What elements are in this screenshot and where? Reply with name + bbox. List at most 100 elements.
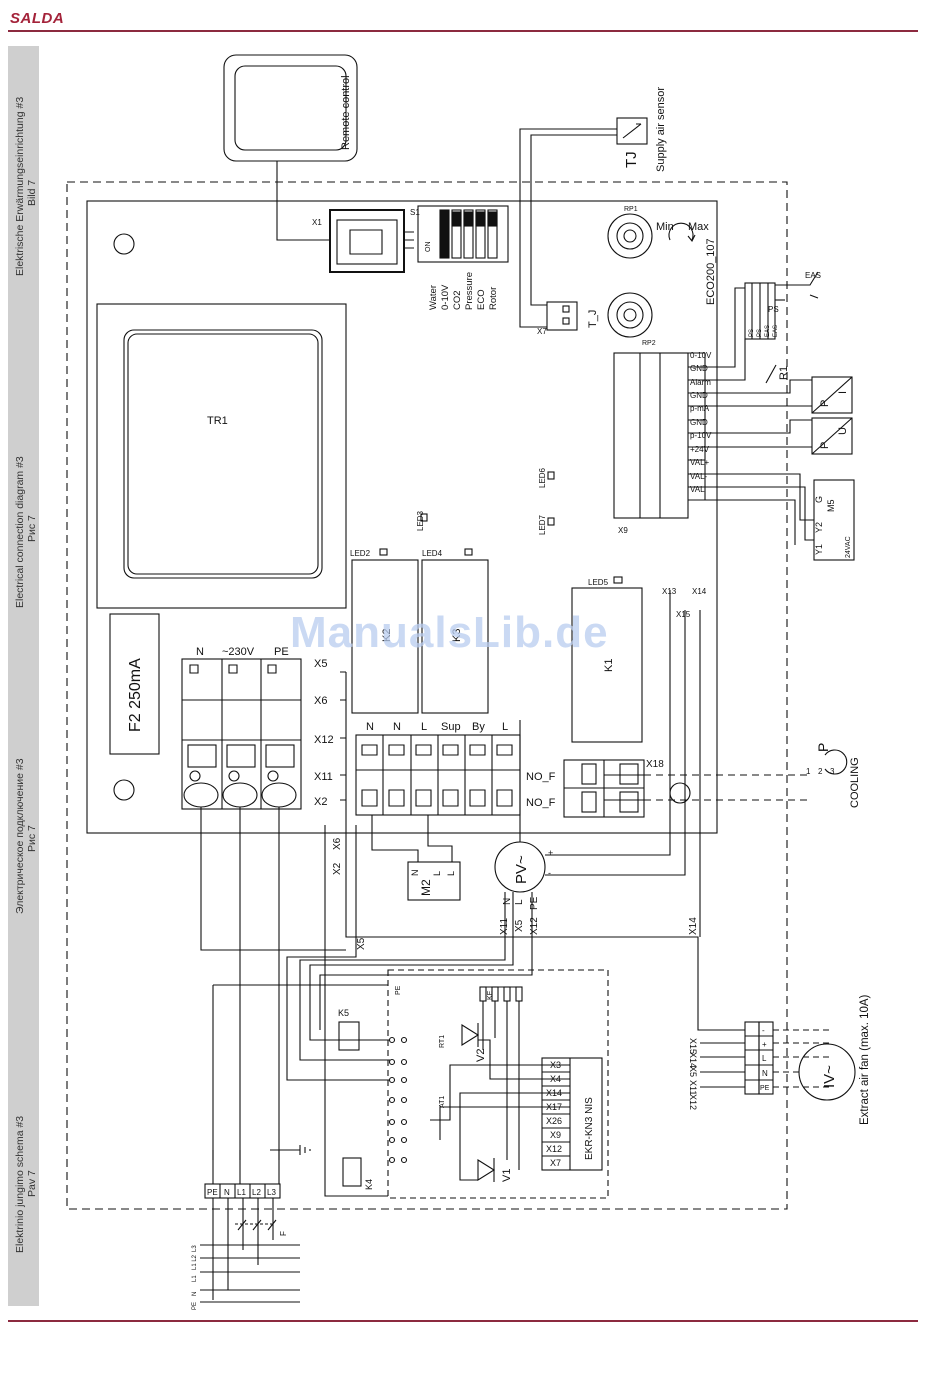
dip-on-label: ON	[425, 242, 432, 253]
ps-label: PS	[768, 305, 779, 314]
mains-term-l3: L3	[267, 1188, 276, 1197]
x9-term-1: GND	[690, 364, 708, 373]
relay-k3	[421, 559, 489, 714]
max-label: Max	[688, 221, 709, 233]
ekr-term-x26: X26	[546, 1116, 562, 1126]
sensor-p1: P	[819, 400, 831, 407]
pv-x12: X12	[529, 917, 540, 935]
x9-term-8: VAL+	[690, 458, 710, 467]
tj-label: TJ	[623, 151, 640, 168]
heater-contacts	[388, 1036, 408, 1164]
dip-option-010v: 0-10V	[440, 284, 451, 310]
x-left-x6: X6	[314, 695, 327, 707]
rp1-potentiometer	[607, 213, 653, 259]
fan-pin-plus: +	[762, 1040, 767, 1049]
relay-k2	[351, 559, 419, 714]
wire-x6: X6	[332, 837, 343, 850]
fan-pin-n: N	[762, 1069, 768, 1078]
led2-label: LED2	[350, 549, 371, 558]
ps-pin-1: PS	[757, 329, 763, 337]
header-rule	[8, 30, 918, 32]
relay-term-n2: N	[393, 721, 401, 733]
relay-term-sup: Sup	[441, 721, 461, 733]
pv-x5: X5	[514, 919, 525, 932]
triac-v1	[477, 1159, 496, 1181]
sensor-i: I	[837, 391, 849, 394]
no-f2-label: NO_F	[526, 797, 556, 809]
x-left-x2: X2	[314, 796, 327, 808]
x9-term-6: p-10V	[690, 431, 712, 440]
x-left-x5: X5	[314, 658, 327, 670]
power-term-pe: PE	[274, 646, 289, 658]
controller-board	[86, 200, 718, 834]
dip-option-rotor: Rotor	[488, 287, 499, 310]
x1-connector	[329, 209, 405, 273]
damper-motor-m2	[407, 861, 461, 901]
mains-line-l1l2: L1 L2	[192, 1254, 198, 1270]
vac24-label: 24VAC	[845, 536, 852, 558]
dip-option-eco: ECO	[476, 289, 487, 310]
extract-fan-label: Extract air fan (max. 10A)	[859, 994, 871, 1125]
board-label: ECO200_107	[705, 238, 717, 305]
mains-term-pe: PE	[207, 1188, 218, 1197]
rotation-arrow	[668, 222, 694, 241]
x14-label: X14	[692, 587, 707, 596]
x9-term-5: GND	[690, 418, 708, 427]
x9-terminal-block	[613, 352, 689, 519]
fan-term-x11: X11	[688, 1080, 698, 1095]
mains-term-l1: L1	[237, 1188, 246, 1197]
m5-pin-y1: Y1	[814, 544, 824, 555]
ekr-term-x3: X3	[550, 1060, 561, 1070]
x9-term-10: VAL	[690, 485, 705, 494]
k5-label: K5	[338, 1008, 349, 1018]
mains-term-l2: L2	[252, 1188, 261, 1197]
pv-minus: -	[548, 868, 551, 878]
mount-hole-bottom	[113, 779, 135, 801]
unit-boundary	[66, 181, 788, 1210]
rt1-label: RT1	[439, 1035, 446, 1048]
mains-term-n: N	[224, 1188, 230, 1197]
ekr-term-x12: X12	[546, 1144, 562, 1154]
supply-air-sensor-label: Supply air sensor	[655, 87, 667, 172]
cooling-pin-3: 3	[830, 767, 835, 776]
m2-pin-l1: L	[432, 871, 442, 876]
mains-line-l3: L3	[192, 1245, 198, 1252]
fan-term-x15: X15	[688, 1038, 698, 1054]
x1-label: X1	[312, 218, 322, 227]
pv-term-pe: PE	[529, 896, 540, 910]
m5-label: M5	[826, 499, 836, 512]
x9-term-0: 0-10V	[690, 351, 712, 360]
fan-pin-l: L	[762, 1054, 767, 1063]
cooling-pin-1: 1	[806, 767, 811, 776]
k4-label: K4	[364, 1179, 374, 1190]
rp2-potentiometer	[607, 292, 653, 338]
power-term-n: N	[196, 646, 204, 658]
m5-pin-g: G	[814, 496, 824, 503]
x9-term-3: GND	[690, 391, 708, 400]
sensor-p2: P	[819, 442, 831, 449]
min-label: Min	[656, 221, 674, 233]
brand-logo: SALDA	[10, 10, 65, 27]
led6-label: LED6	[538, 467, 547, 488]
ekr-label: EKR-KN3 NIS	[584, 1097, 595, 1160]
m2-pin-n: N	[410, 870, 420, 877]
m5-pin-y2: Y2	[814, 522, 824, 533]
k3-label: K3	[451, 629, 463, 642]
watermark: ManualsLib.de	[290, 608, 609, 657]
rp1-label: RP1	[624, 206, 638, 213]
x9-term-7: +24V	[690, 445, 710, 454]
iv-label: IV~	[821, 1065, 838, 1088]
fan-pin-minus: -	[762, 1026, 765, 1035]
x-left-x11: X11	[314, 771, 333, 783]
cooling-label: COOLING	[849, 757, 861, 808]
transformer-tr1	[96, 303, 347, 609]
at1-label: AT1	[439, 1096, 446, 1108]
contactor-k5	[338, 1021, 360, 1051]
rp2-label: RP2	[642, 340, 656, 347]
fan-term-x14: X14	[688, 1052, 698, 1068]
x15-label: X15	[676, 610, 691, 619]
power-term-230v: ~230V	[222, 646, 255, 658]
ke-label: KE	[487, 990, 494, 1000]
power-terminal-block	[181, 658, 302, 810]
